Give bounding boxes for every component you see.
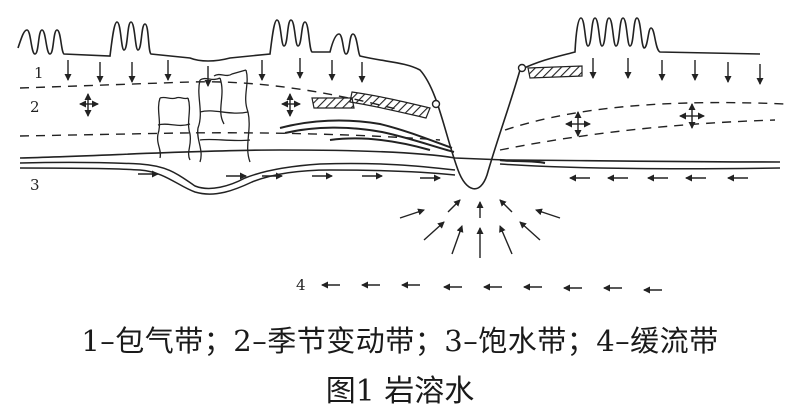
zone-label-1: 1 [34,64,44,82]
water-table [19,149,781,163]
ground-surface-left [17,19,521,190]
hatched-bed-left [311,97,355,109]
boundary-seasonal-right [504,101,786,131]
saturated-band-lower [19,167,456,195]
cave-passage [279,119,455,153]
legend-caption: 1–包气带；2–季节变动带；3–饱水带；4–缓流带 [81,324,719,358]
karst-water-diagram: 1 2 3 4 [17,17,786,294]
saturated-flow-arrows [138,170,748,182]
zone-label-4: 4 [296,276,306,294]
infiltration-arrows [64,58,764,87]
outflow-bed [499,158,546,165]
ground-surface-right [519,17,761,71]
hatched-bed-center [349,91,431,119]
hatched-bed-right [527,65,583,79]
boundary-seasonal-saturated-right [499,119,776,151]
spring-left [431,99,441,109]
slow-flow-arrows [321,281,662,294]
seasonal-cross-arrows [79,93,705,137]
spring-right [517,63,527,73]
zone-label-3: 3 [30,176,40,194]
figure-title: 图1 岩溶水 [325,374,475,409]
karst-conduits [156,69,251,163]
zone-label-2: 2 [30,98,40,116]
convergent-flow-arrows [399,199,561,258]
saturated-band-upper [19,161,456,190]
saturated-band-right [499,163,781,170]
